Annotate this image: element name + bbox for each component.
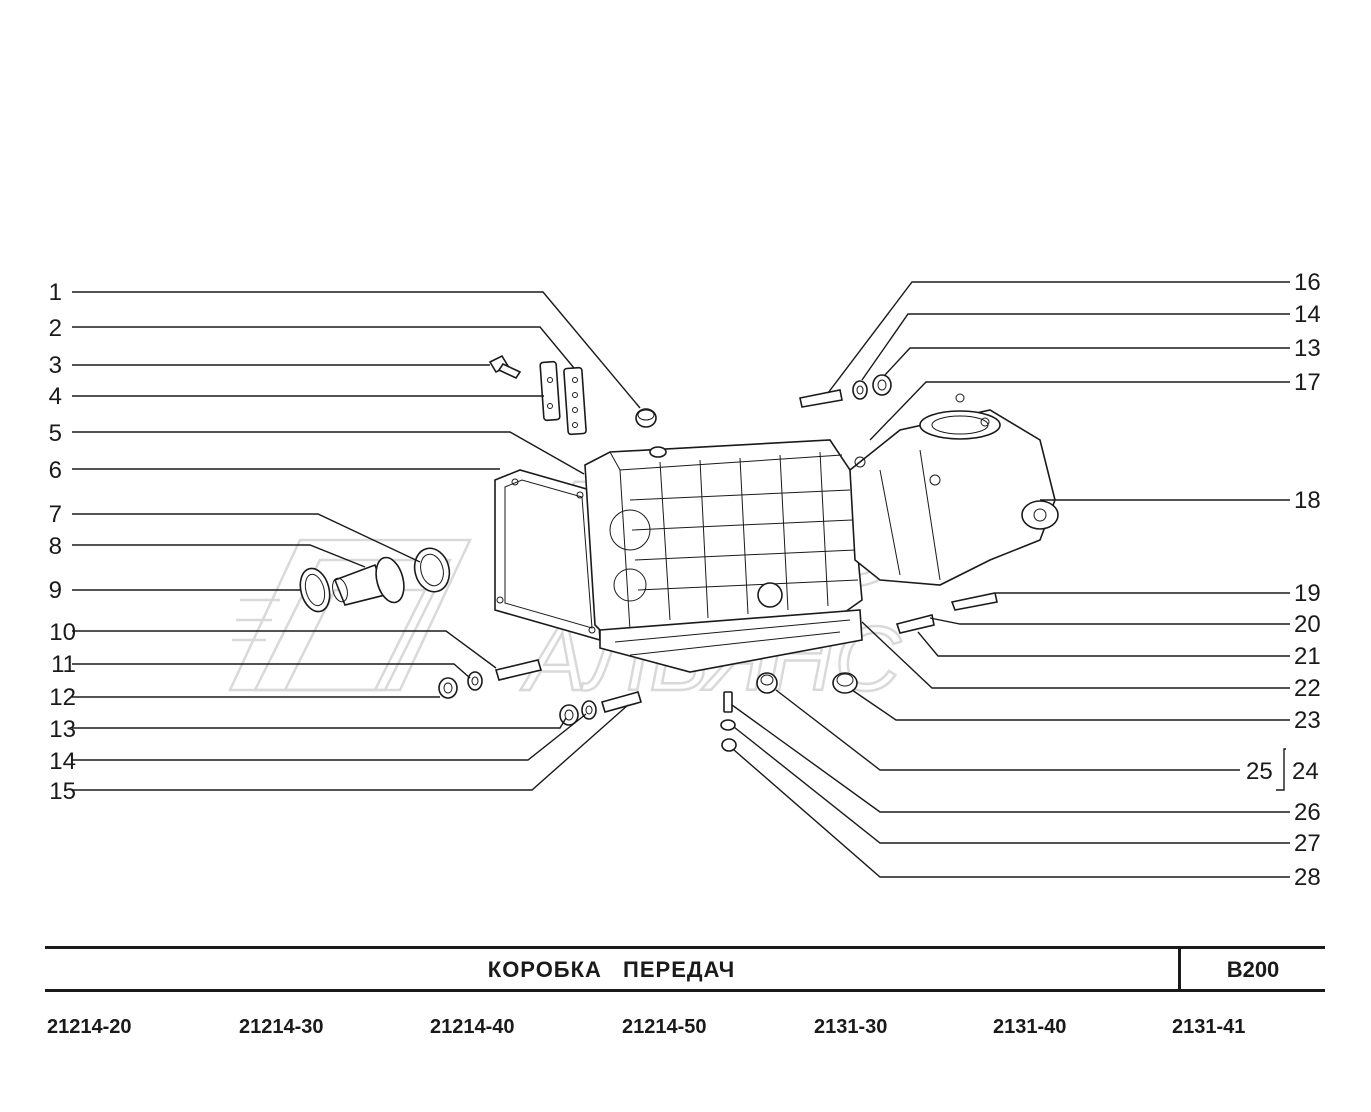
gasket-part xyxy=(494,469,601,642)
nut-part-12 xyxy=(438,677,458,699)
callout-22: 22 xyxy=(1294,675,1321,702)
model-code: 21214-50 xyxy=(622,1016,707,1038)
callout-18: 18 xyxy=(1294,487,1321,514)
nut-part-28 xyxy=(721,738,737,752)
callout-1: 1 xyxy=(49,279,62,306)
stud-part-20 xyxy=(895,614,935,634)
callout-17: 17 xyxy=(1294,369,1321,396)
washer-part-11 xyxy=(467,671,483,691)
page-title: КОРОБКА ПЕРЕДАЧ xyxy=(487,957,736,982)
plug-part-24 xyxy=(756,672,778,694)
stud-part-10 xyxy=(494,659,543,681)
extension-housing-part xyxy=(849,393,1059,586)
gearbox-housing-part xyxy=(584,439,863,673)
callout-21: 21 xyxy=(1294,643,1321,670)
plate-part-right xyxy=(563,366,587,436)
callouts-right: 16 14 13 17 18 19 20 21 22 23 25 24 26 2… xyxy=(1246,269,1321,891)
model-list: 21214-20 21214-30 21214-40 21214-50 2131… xyxy=(45,1016,1325,1046)
callout-28: 28 xyxy=(1294,864,1321,891)
plug-part-23 xyxy=(832,672,858,694)
model-code: 2131-41 xyxy=(1172,1016,1246,1038)
plate-part-left xyxy=(539,360,561,422)
model-code: 21214-40 xyxy=(430,1016,515,1038)
leader-lines-left xyxy=(72,291,641,791)
section-code: B200 xyxy=(1226,957,1280,982)
callout-6: 6 xyxy=(49,457,62,484)
stud-part-16 xyxy=(799,389,843,408)
callouts-left: 1 2 3 4 5 6 7 8 9 10 11 12 13 14 15 xyxy=(49,279,76,805)
callout-7: 7 xyxy=(49,501,62,528)
model-code: 2131-30 xyxy=(814,1016,888,1038)
title-block: КОРОБКА ПЕРЕДАЧ B200 xyxy=(45,946,1325,992)
callout-25: 25 xyxy=(1246,758,1273,785)
leader-lines-right xyxy=(731,281,1290,878)
model-code: 2131-40 xyxy=(993,1016,1067,1038)
callout-2: 2 xyxy=(49,315,62,342)
stud-part-15 xyxy=(600,691,643,713)
callout-10: 10 xyxy=(49,619,76,646)
callout-14: 14 xyxy=(49,748,76,775)
bolt-part xyxy=(488,354,522,380)
callout-3: 3 xyxy=(49,352,62,379)
callout-5: 5 xyxy=(49,420,62,447)
callout-12: 12 xyxy=(49,684,76,711)
model-code: 21214-30 xyxy=(239,1016,324,1038)
callout-11: 11 xyxy=(51,651,76,678)
callout-13: 13 xyxy=(49,716,76,743)
exploded-parts-diagram: АВТО АЛЬЯНС xyxy=(49,269,1321,891)
callout-19: 19 xyxy=(1294,580,1321,607)
washer-part-27 xyxy=(720,719,736,731)
callout-13-right: 13 xyxy=(1294,335,1321,362)
callout-24: 24 xyxy=(1292,758,1319,785)
stud-part-26 xyxy=(723,691,733,713)
stud-part-19 xyxy=(950,592,998,611)
callout-15: 15 xyxy=(49,778,76,805)
plug-part xyxy=(635,408,657,428)
callout-8: 8 xyxy=(49,533,62,560)
callout-26: 26 xyxy=(1294,799,1321,826)
callout-9: 9 xyxy=(49,577,62,604)
callout-27: 27 xyxy=(1294,830,1321,857)
seal-ring-7 xyxy=(413,547,451,593)
callout-23: 23 xyxy=(1294,707,1321,734)
model-code: 21214-20 xyxy=(47,1016,132,1038)
seal-ring-9 xyxy=(299,567,331,613)
callout-4: 4 xyxy=(49,383,62,410)
washer-part-14-right xyxy=(852,380,868,400)
callout-16: 16 xyxy=(1294,269,1321,296)
callout-14-right: 14 xyxy=(1294,301,1321,328)
bearing-cover-8 xyxy=(332,556,405,606)
callout-20: 20 xyxy=(1294,611,1321,638)
title-divider xyxy=(1178,949,1181,989)
nut-part-13-right xyxy=(872,374,892,396)
